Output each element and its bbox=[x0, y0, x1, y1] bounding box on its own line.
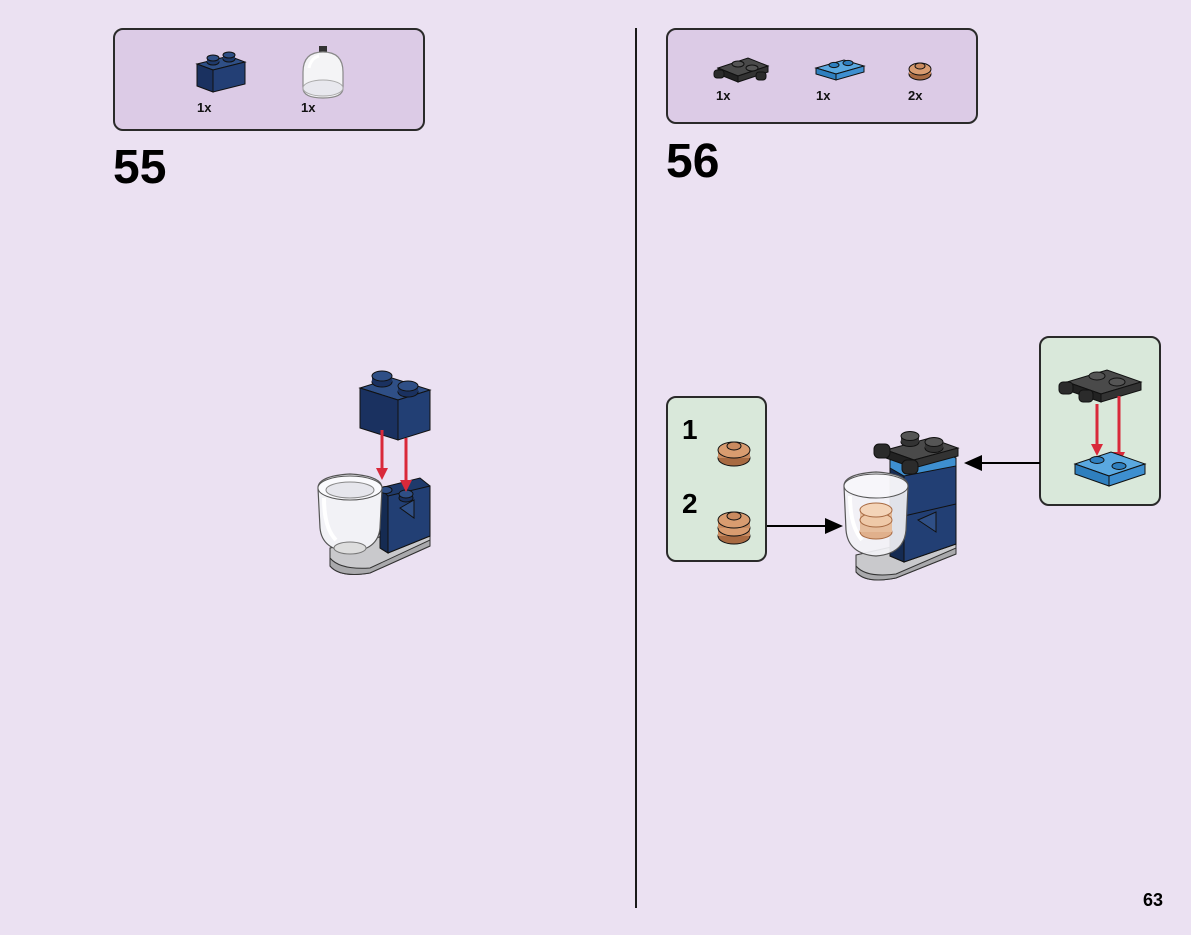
part-qty-brick: 1x bbox=[197, 100, 212, 115]
page-divider bbox=[635, 28, 637, 908]
substep-callout-left: 1 2 bbox=[666, 396, 767, 562]
step-number-56: 56 bbox=[666, 135, 720, 188]
step-number-55: 55 bbox=[113, 141, 167, 194]
black-plate-icon bbox=[713, 57, 770, 83]
stacked-tan-plates-icon bbox=[717, 511, 751, 545]
substep-number-1: 1 bbox=[682, 414, 698, 445]
part-qty-black-plate: 1x bbox=[716, 88, 731, 103]
parts-list-step-56: 1x 1x 2x bbox=[666, 28, 978, 124]
arrow-from-right-callout bbox=[964, 455, 1040, 471]
substep-callout-right bbox=[1039, 336, 1161, 506]
step-55-model-illustration bbox=[317, 370, 432, 575]
part-qty-blue-plate: 1x bbox=[816, 88, 831, 103]
page-number: 63 bbox=[1142, 890, 1163, 910]
tan-round-plate-icon bbox=[717, 441, 751, 467]
transparent-dome-icon bbox=[302, 46, 344, 99]
parts-list-step-55: 1x 1x bbox=[113, 28, 425, 131]
part-qty-tan-plate: 2x bbox=[908, 88, 923, 103]
part-qty-dome: 1x bbox=[301, 100, 316, 115]
blue-plate-icon bbox=[814, 59, 866, 81]
clip-plate-onto-blue-plate-illustration bbox=[1058, 369, 1147, 487]
tan-round-plate-icon bbox=[908, 62, 932, 81]
dark-blue-brick-icon bbox=[195, 51, 247, 93]
substep-number-2: 2 bbox=[682, 488, 698, 519]
step-56-model-illustration bbox=[843, 431, 960, 581]
arrow-from-left-callout bbox=[767, 518, 843, 534]
